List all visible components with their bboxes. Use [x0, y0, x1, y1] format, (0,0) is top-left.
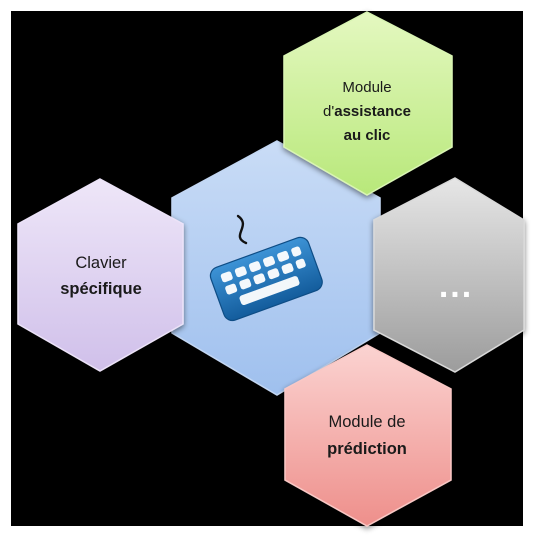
keyboard-icon [209, 214, 323, 322]
hexagon-more: ... [373, 177, 525, 373]
clavier-line2: spécifique [60, 280, 142, 298]
assistance-line2: d'assistance [323, 103, 411, 120]
hexagon-clavier: Clavier spécifique [17, 178, 184, 372]
hexagon-assistance: Module d'assistance au clic [283, 11, 453, 196]
prediction-line1: Module de [328, 413, 405, 431]
more-label: ... [439, 267, 473, 305]
prediction-line2: prédiction [327, 440, 407, 458]
assistance-line3: au clic [344, 127, 391, 144]
hexagon-prediction: Module de prédiction [284, 344, 452, 527]
assistance-line1: Module [342, 79, 391, 96]
clavier-line1: Clavier [75, 254, 127, 272]
